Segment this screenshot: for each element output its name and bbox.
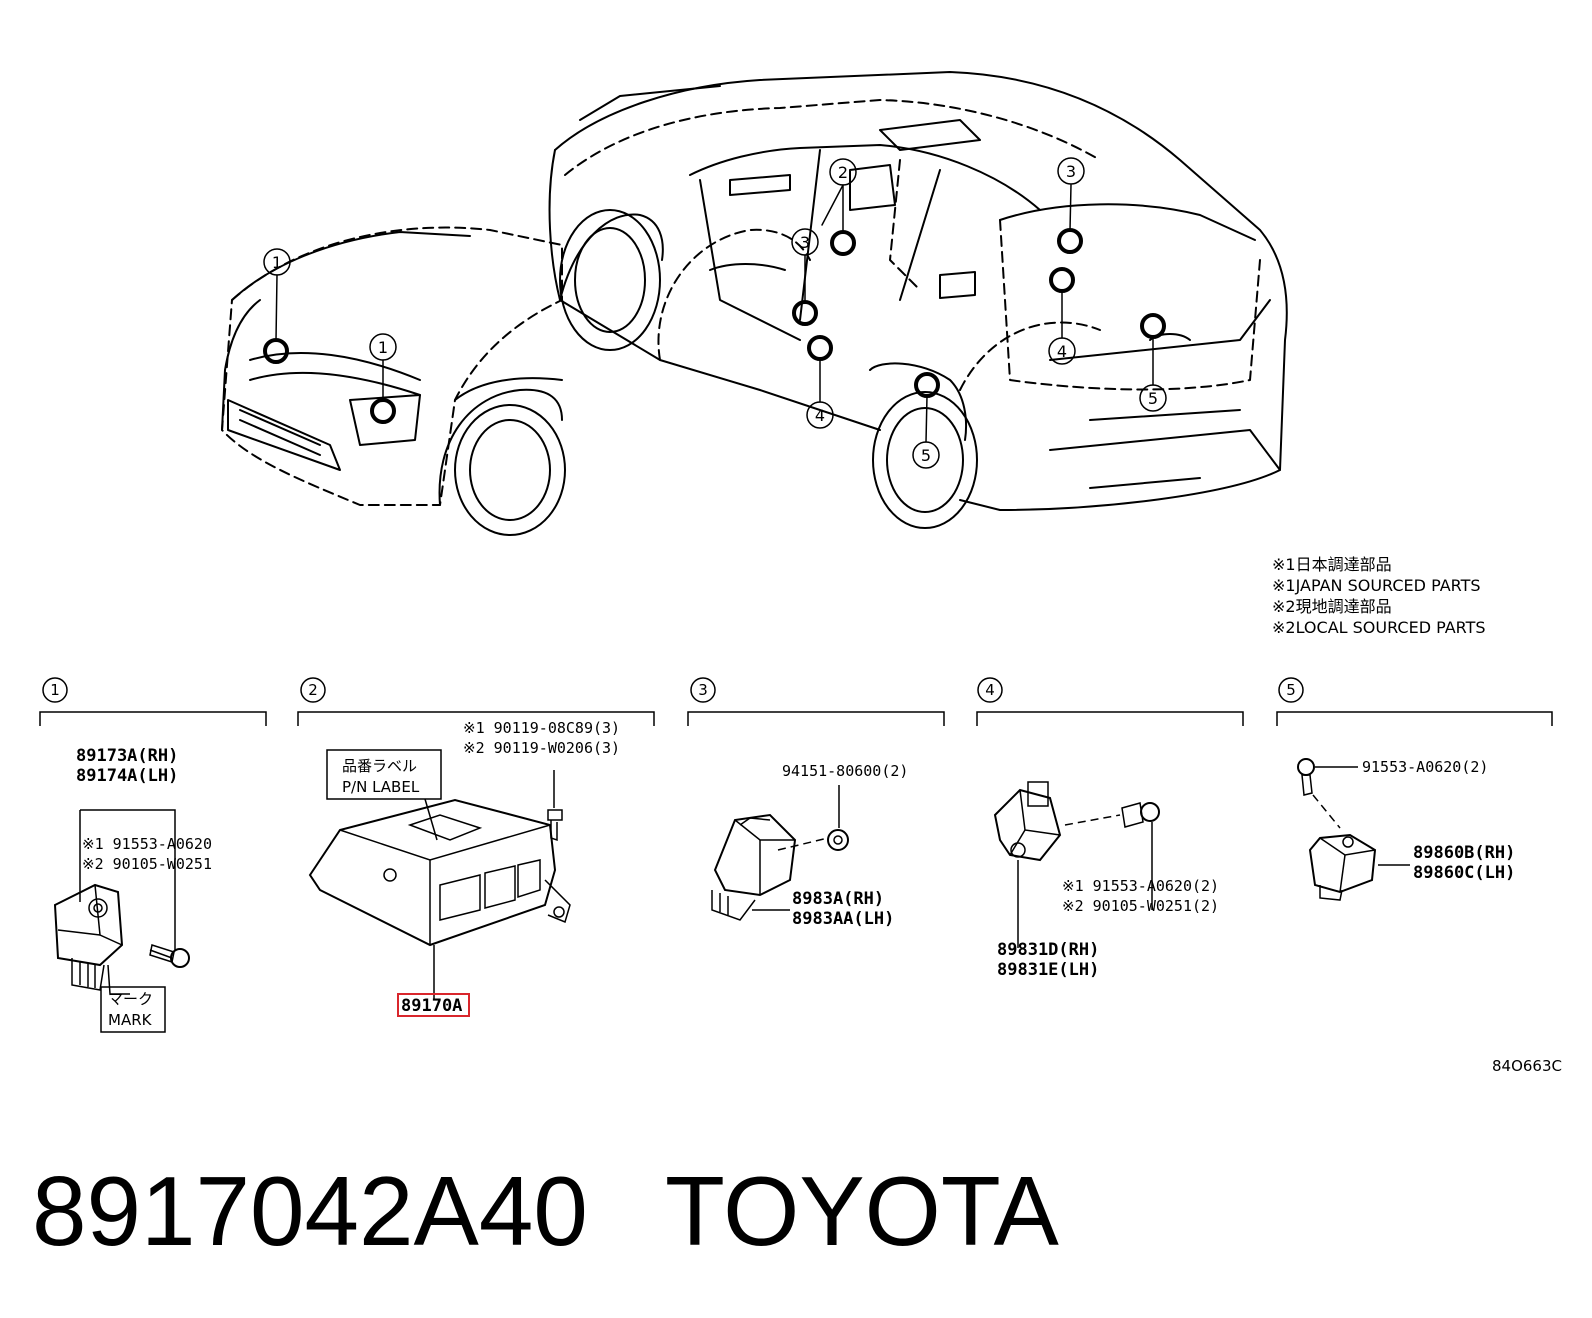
car-callout-1a: 1 [272, 253, 282, 272]
car-callouts [263, 184, 1166, 443]
section-5-part-rh: 89860B(RH) [1413, 843, 1515, 863]
main-suv-body [548, 71, 1288, 529]
car-callout-5b: 5 [1148, 389, 1158, 408]
section-2-number: 2 [308, 681, 318, 699]
section-2-part-number: 89170A [401, 996, 462, 1016]
sourcing-notes: ※1日本調達部品 ※1JAPAN SOURCED PARTS ※2現地調達部品 … [1272, 555, 1486, 637]
section-2-bolt-2: ※2 90119-W0206(3) [463, 739, 620, 757]
section-4-part-lh: 89831E(LH) [997, 960, 1099, 980]
car-callout-1b: 1 [378, 338, 388, 357]
section-1: 89173A(RH) 89174A(LH) ※1 91553-A0620 ※2 … [53, 746, 212, 1033]
note-local-jp: ※2現地調達部品 [1272, 597, 1392, 616]
section-2-part-highlight [397, 993, 470, 1017]
note-japan-en: ※1JAPAN SOURCED PARTS [1272, 576, 1481, 595]
section-4: ※1 91553-A0620(2) ※2 90105-W0251(2) 8983… [993, 781, 1219, 980]
car-callout-4b: 4 [1057, 342, 1067, 361]
section-3-part-rh: 8983A(RH) [792, 889, 884, 909]
vehicle-illustration [221, 71, 1288, 536]
section-1-number: 1 [50, 681, 60, 699]
section-3-bolt: 94151-80600(2) [782, 762, 908, 780]
section-1-bolt-2: ※2 90105-W0251 [82, 855, 212, 873]
drawing-id: 84O663C [1492, 1057, 1562, 1075]
section-2: 品番ラベル P/N LABEL ※1 90119-08C89(3) ※2 901… [308, 719, 620, 1017]
car-callout-5a: 5 [921, 446, 931, 465]
front-view-car [221, 226, 566, 536]
section-2-bolt-1: ※1 90119-08C89(3) [463, 719, 620, 737]
car-callout-4a: 4 [815, 406, 825, 425]
section-1-bolt-1: ※1 91553-A0620 [82, 835, 212, 853]
section-2-label-en: P/N LABEL [342, 778, 420, 796]
section-1-mark-en: MARK [108, 1011, 153, 1029]
section-5-part-lh: 89860C(LH) [1413, 863, 1515, 883]
section-4-part-rh: 89831D(RH) [997, 940, 1099, 960]
section-1-part-lh: 89174A(LH) [76, 766, 178, 786]
note-japan-jp: ※1日本調達部品 [1272, 555, 1392, 574]
car-callout-2: 2 [838, 163, 848, 182]
section-5-bolt: 91553-A0620(2) [1362, 758, 1488, 776]
section-3-part-lh: 8983AA(LH) [792, 909, 894, 929]
section-brackets [39, 677, 1553, 726]
section-1-part-rh: 89173A(RH) [76, 746, 178, 766]
section-1-mark-jp: マーク [108, 990, 153, 1008]
section-3-number: 3 [698, 681, 708, 699]
note-local-en: ※2LOCAL SOURCED PARTS [1272, 618, 1486, 637]
section-3: 94151-80600(2) 8983A(RH) 8983AA(LH) [711, 762, 908, 929]
section-4-bolt-2: ※2 90105-W0251(2) [1062, 897, 1219, 915]
section-2-label-jp: 品番ラベル [342, 757, 417, 775]
car-callout-labels [263, 157, 1167, 469]
car-callout-3a: 3 [800, 233, 810, 252]
caption-part-number: 8917042A40 [32, 1156, 588, 1266]
section-5: 91553-A0620(2) 89860B(RH) 89860C(LH) [1297, 758, 1515, 901]
section-5-number: 5 [1286, 681, 1296, 699]
caption-brand: TOYOTA [665, 1156, 1060, 1266]
section-4-bolt-1: ※1 91553-A0620(2) [1062, 877, 1219, 895]
section-4-number: 4 [985, 681, 995, 699]
car-callout-3b: 3 [1066, 162, 1076, 181]
